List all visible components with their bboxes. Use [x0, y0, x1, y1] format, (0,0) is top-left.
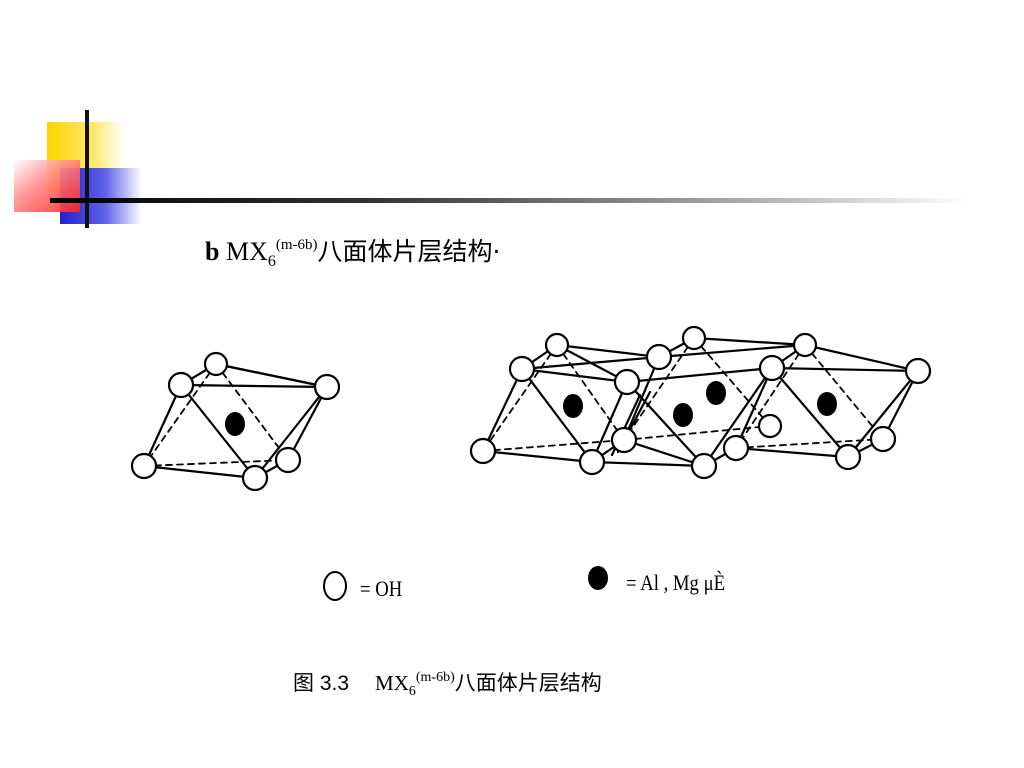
octahedral-sheet: [481, 336, 920, 468]
title-text: 八面体片层结构·: [317, 237, 501, 266]
vertical-rule: [85, 110, 89, 228]
figure-caption: 图 3.3 MX6(m-6b)八面体片层结构: [293, 667, 602, 700]
oh-anions: [130, 325, 932, 492]
title-formula-sub: 6: [267, 253, 276, 270]
cations: [225, 381, 837, 436]
cation-sheet-1: [563, 394, 583, 418]
figure-number: 图 3.3: [293, 672, 350, 695]
slide-title: b MX6(m-6b)八面体片层结构·: [205, 232, 500, 271]
horizontal-rule: [50, 198, 970, 203]
caption-formula: MX6(m-6b): [375, 670, 455, 699]
header-decoration: [14, 110, 970, 228]
title-prefix: b: [205, 237, 220, 266]
legend-cation-label: = Al , Mg μÈ: [626, 570, 726, 595]
caption-text: 八面体片层结构: [454, 671, 602, 695]
title-formula-base: MX: [225, 237, 268, 266]
title-formula: MX6(m-6b): [225, 237, 318, 270]
red-square: [14, 160, 80, 212]
caption-formula-base: MX: [375, 671, 409, 695]
caption-formula-sup: (m-6b): [415, 670, 455, 685]
cation-sheet-4: [817, 392, 837, 416]
legend-open-circle-icon: [323, 571, 347, 601]
cation-sheet-3: [706, 381, 726, 405]
cation-sheet-2: [673, 403, 693, 427]
title-formula-sup: (m-6b): [275, 237, 318, 253]
cation-single: [225, 412, 245, 436]
single-octahedron: [142, 362, 329, 480]
legend-oh-label: = OH: [360, 576, 403, 601]
legend-filled-circle-icon: [588, 566, 608, 590]
caption-formula-sub: 6: [408, 684, 416, 699]
